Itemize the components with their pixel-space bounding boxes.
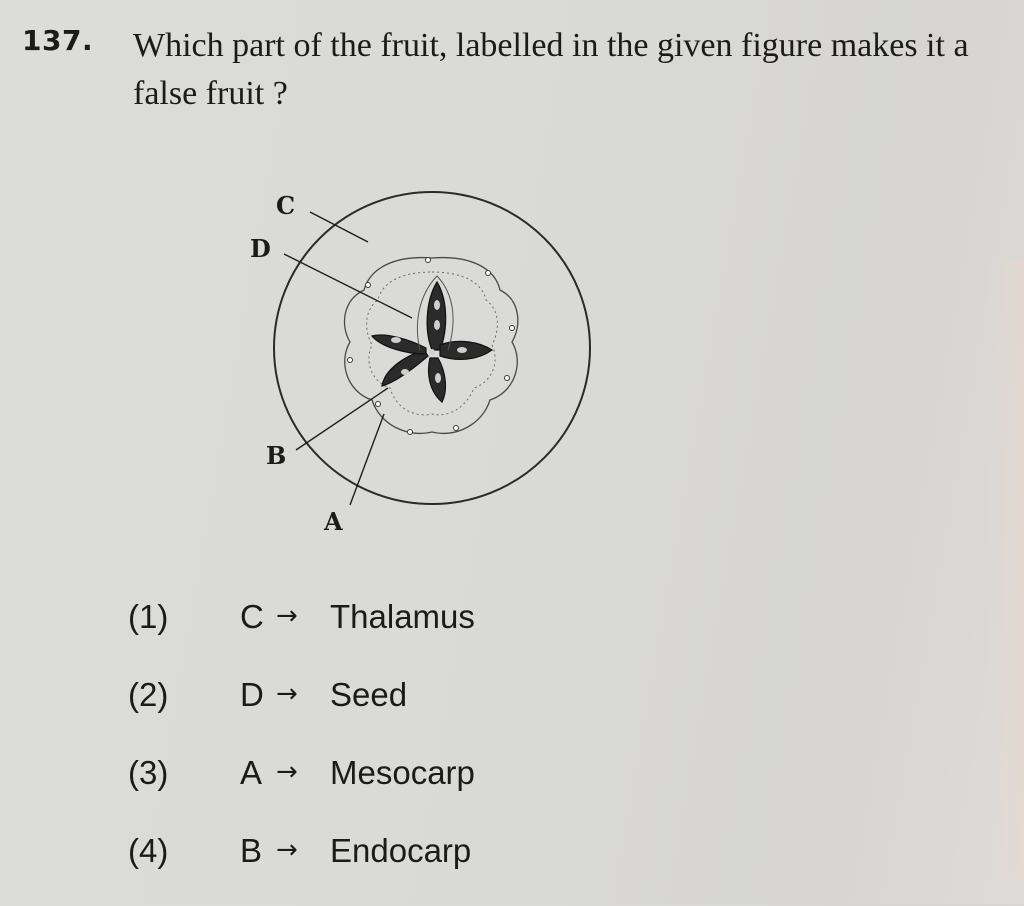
question-text: Which part of the fruit, labelled in the… xyxy=(133,27,969,112)
page-edge-shade xyxy=(988,260,1024,880)
arrow-icon: → xyxy=(276,601,298,631)
option-answer: Thalamus xyxy=(330,598,475,635)
option-answer: Mesocarp xyxy=(330,754,475,791)
vascular-dots xyxy=(347,257,515,435)
option-letter: C xyxy=(240,598,264,635)
option-number: (1) xyxy=(128,598,169,635)
option-number: (2) xyxy=(128,676,169,713)
pointer-c xyxy=(309,211,369,243)
option-letter: B xyxy=(240,832,263,869)
outer-thalamus-circle xyxy=(273,191,591,505)
pointer-lines xyxy=(283,211,413,506)
figure-label-d: D xyxy=(250,234,271,263)
option-answer: Seed xyxy=(330,676,408,713)
arrow-icon: → xyxy=(276,835,298,865)
option-letter: D xyxy=(240,676,264,713)
question-number: 137. xyxy=(22,24,94,57)
lobed-pericarp-outline xyxy=(343,256,519,435)
figure-label-a: A xyxy=(323,507,343,536)
pointer-d xyxy=(283,253,413,319)
pointer-a xyxy=(349,413,385,506)
option-answer: Endocarp xyxy=(330,832,472,869)
seed-locules xyxy=(370,275,494,403)
pointer-b xyxy=(295,387,389,451)
option-number: (3) xyxy=(128,754,169,791)
inner-core-contour xyxy=(366,271,498,416)
figure-label-b: B xyxy=(266,441,286,470)
option-letter: A xyxy=(240,754,263,791)
figure-label-c: C xyxy=(276,191,295,220)
arrow-icon: → xyxy=(276,757,298,787)
arrow-icon: → xyxy=(276,679,298,709)
option-number: (4) xyxy=(128,832,169,869)
